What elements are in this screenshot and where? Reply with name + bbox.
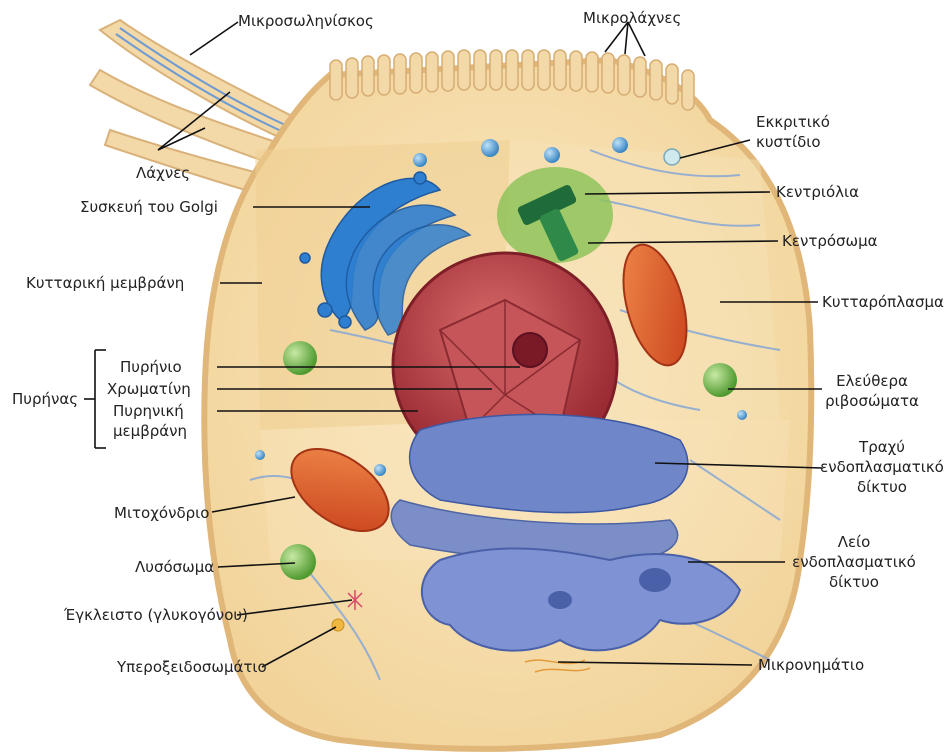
label-peroxisome: Υπεροξειδοσωμάτιο: [117, 657, 267, 677]
label-cytoplasm: Κυτταρόπλασμα: [822, 292, 944, 312]
label-cell-membrane: Κυτταρική μεμβράνη: [26, 273, 184, 293]
label-centrioles: Κεντριόλια: [776, 182, 859, 202]
label-nuclear-membrane: Πυρηνική μεμβράνη: [113, 401, 187, 441]
label-free-ribosomes: Ελεύθερα ριβοσώματα: [822, 371, 922, 411]
label-rough-er: Τραχύ ενδοπλασματικό δίκτυο: [818, 437, 946, 497]
label-nucleus: Πυρήνας: [12, 389, 78, 409]
label-centrosome: Κεντρόσωμα: [782, 231, 878, 251]
label-cilia: Λάχνες: [136, 163, 190, 183]
label-mitochondrion: Μιτοχόνδριο: [114, 503, 209, 523]
label-secretory-vesicle: Εκκριτικό κυστίδιο: [756, 112, 830, 152]
label-lysosome: Λυσόσωμα: [135, 557, 214, 577]
label-smooth-er: Λείο ενδοπλασματικό δίκτυο: [790, 532, 918, 592]
label-inclusion: Έγκλειστο (γλυκογόνου): [64, 605, 248, 625]
label-nucleolus: Πυρήνιο: [120, 357, 182, 377]
label-microvilli: Μικρολάχνες: [583, 8, 681, 28]
label-microfilament: Μικρονημάτιο: [758, 655, 864, 675]
label-chromatin: Χρωματίνη: [107, 379, 191, 399]
rough-er-shape: [391, 414, 688, 561]
nucleolus-shape: [513, 333, 547, 367]
label-microtubule: Μικροσωληνίσκος: [238, 11, 374, 31]
label-golgi: Συσκευή του Golgi: [80, 197, 218, 217]
